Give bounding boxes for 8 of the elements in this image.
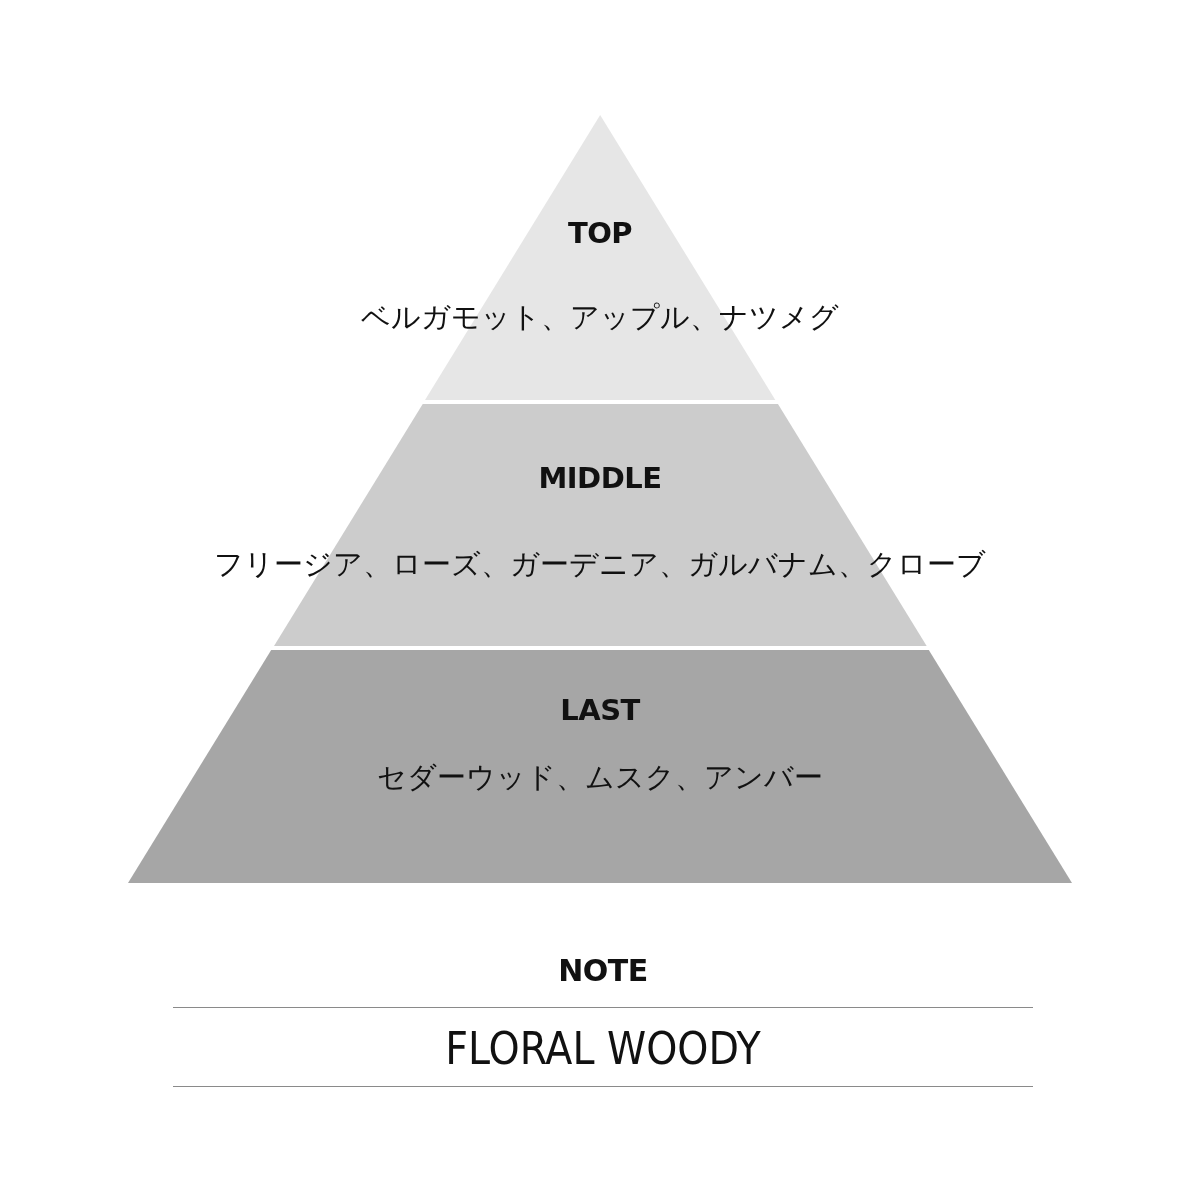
tier-heading: MIDDLE [538, 461, 662, 495]
ingredient-list: フリージア、ローズ、ガーデニア、ガルバナム、クローブ [214, 545, 986, 585]
ingredient-list: ベルガモット、アップル、ナツメグ [361, 298, 839, 338]
ingredient-list: セダーウッド、ムスク、アンバー [377, 758, 823, 798]
tier-heading: LAST [560, 693, 640, 727]
tier-heading: TOP [567, 216, 633, 250]
note-type: FLORAL WOODY [445, 1022, 761, 1074]
section-heading: NOTE [558, 952, 648, 988]
